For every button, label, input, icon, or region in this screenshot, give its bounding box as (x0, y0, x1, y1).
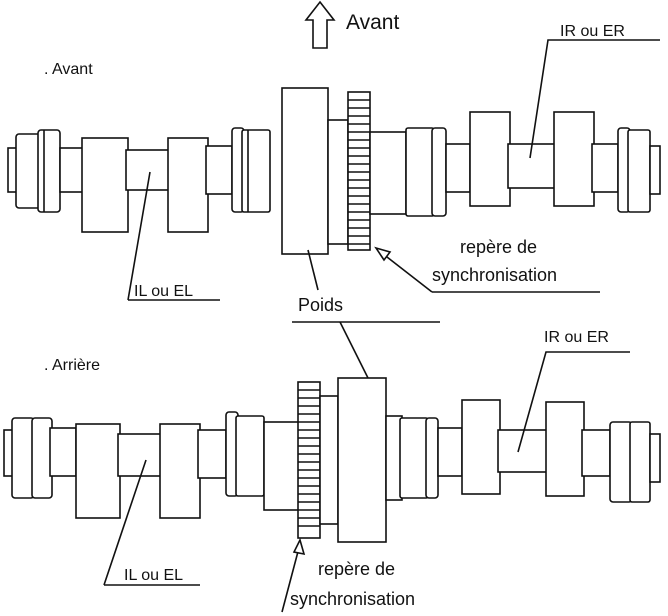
bottom-sync-mark-line1: repère de (318, 559, 396, 579)
weight-label: Poids (298, 295, 344, 315)
top-view-caption: . Avant (44, 61, 93, 78)
weight-leaders (292, 249, 440, 379)
gear-teeth-bottom (298, 389, 320, 527)
bottom-label-right: IR ou ER (544, 329, 609, 346)
direction-label: Avant (346, 11, 400, 34)
up-arrow-icon (304, 0, 336, 49)
top-sync-mark-line2: synchronisation (432, 265, 558, 285)
top-sync-mark-line1: repère de (460, 237, 538, 257)
top-label-right: IR ou ER (560, 23, 625, 40)
bottom-leaders (103, 351, 630, 613)
top-label-left: IL ou EL (134, 283, 194, 300)
bottom-sync-mark-line2: synchronisation (290, 589, 416, 609)
bottom-view-caption: . Arrière (44, 357, 101, 374)
gear-teeth-top (348, 99, 370, 245)
top-camshaft (7, 87, 661, 255)
bottom-label-left: IL ou EL (124, 567, 184, 584)
top-leaders (127, 39, 660, 301)
bottom-camshaft (3, 377, 661, 543)
